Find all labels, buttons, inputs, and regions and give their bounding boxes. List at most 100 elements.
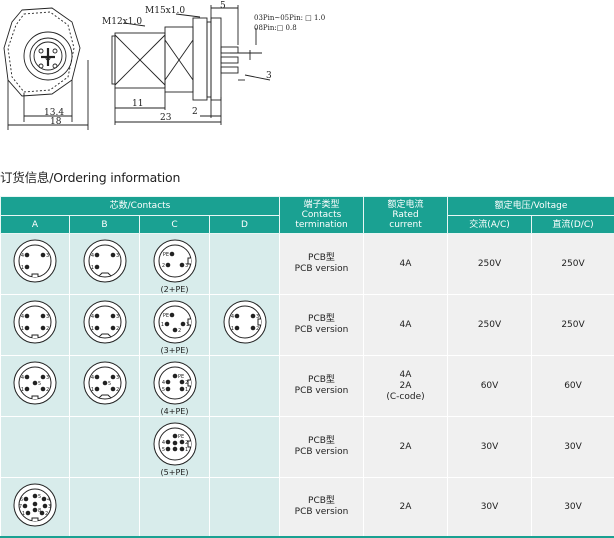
cell-ac: 250V bbox=[448, 234, 532, 295]
pin-number: 4 bbox=[90, 314, 93, 320]
pin-contact bbox=[25, 314, 30, 319]
pin-number: 2 bbox=[116, 387, 119, 393]
pin-contact bbox=[180, 322, 185, 327]
connector-technical-drawing: 13.4 18 M12x1.0 M15x1.0 5 03Pin~05Pin: □… bbox=[0, 0, 330, 135]
dim-11: 11 bbox=[132, 99, 143, 109]
dim-3: 3 bbox=[266, 71, 272, 81]
ordering-table: 芯数/Contacts 端子类型 Contacts termination 额定… bbox=[0, 196, 614, 538]
pin-label: (2+PE) bbox=[161, 285, 189, 294]
pin-contact bbox=[172, 441, 177, 446]
pin-contact bbox=[25, 387, 30, 392]
pin-contact bbox=[40, 511, 45, 516]
pin-contact bbox=[24, 497, 29, 502]
pin-number: 1 bbox=[21, 387, 24, 393]
header-ac: 交流(A/C) bbox=[448, 216, 532, 234]
dim-m15: M15x1.0 bbox=[145, 6, 185, 16]
pin-number: PE bbox=[178, 374, 184, 380]
current-value: 2A bbox=[364, 502, 447, 513]
pin-number: 3 bbox=[48, 504, 51, 510]
pin-number: 1 bbox=[90, 387, 93, 393]
pin-number: 4 bbox=[230, 314, 233, 320]
pin-number: 3 bbox=[116, 314, 119, 320]
pin-contact bbox=[33, 381, 38, 386]
current-value: 2A bbox=[364, 381, 447, 392]
header-current-en1: Rated bbox=[364, 210, 447, 220]
header-col-d: D bbox=[210, 216, 280, 234]
pin-number: PE bbox=[178, 434, 184, 440]
pin-number: 2 bbox=[116, 326, 119, 332]
pin-number: 3 bbox=[256, 314, 259, 320]
pin-number: 2 bbox=[45, 511, 48, 517]
pin-contact bbox=[110, 314, 115, 319]
pin-number: 1 bbox=[160, 322, 163, 328]
pin-number: 1 bbox=[230, 326, 233, 332]
pin-number: 5 bbox=[108, 381, 111, 387]
header-termination-en1: Contacts bbox=[280, 210, 363, 220]
pin-number: 1 bbox=[90, 265, 93, 271]
pin-contact bbox=[165, 387, 170, 392]
pin-contact bbox=[43, 504, 48, 509]
pin-note-2: 08Pin:□ 0.8 bbox=[254, 24, 297, 32]
pin-number: 4 bbox=[161, 380, 164, 386]
pin-number: 1 bbox=[22, 511, 25, 517]
pin-label: (3+PE) bbox=[161, 346, 189, 355]
pin-contact bbox=[94, 253, 99, 258]
cell-dc: 30V bbox=[532, 478, 614, 538]
pin-number: 6 bbox=[20, 497, 23, 503]
pin-number: 3 bbox=[116, 375, 119, 381]
cell-current: 2A bbox=[364, 417, 448, 478]
pin-contact bbox=[165, 440, 170, 445]
pin-contact bbox=[94, 387, 99, 392]
pin-number: 2 bbox=[161, 263, 164, 269]
pin-contact bbox=[234, 326, 239, 331]
pin-number: 7 bbox=[19, 504, 22, 510]
cell-ac: 60V bbox=[448, 356, 532, 417]
pin-number: 2 bbox=[46, 326, 49, 332]
termination-en: PCB version bbox=[280, 264, 363, 275]
termination-cn: PCB型 bbox=[280, 375, 363, 386]
pin-contact bbox=[41, 375, 46, 380]
pin-contact bbox=[25, 253, 30, 258]
cell-dc: 30V bbox=[532, 417, 614, 478]
pin-number: 5 bbox=[38, 494, 41, 500]
pin-number: 5 bbox=[38, 381, 41, 387]
header-current-en2: current bbox=[364, 220, 447, 230]
pin-number: 1 bbox=[90, 326, 93, 332]
pin-contact bbox=[172, 374, 177, 379]
section-title: 订货信息/Ordering information bbox=[0, 167, 180, 186]
pin-contact bbox=[41, 314, 46, 319]
pin-contact bbox=[179, 380, 184, 385]
cell-ac: 30V bbox=[448, 478, 532, 538]
pin-contact bbox=[110, 387, 115, 392]
header-current: 额定电流 Rated current bbox=[364, 197, 448, 234]
pin-number: PE bbox=[162, 313, 168, 319]
pin-contact bbox=[25, 265, 30, 270]
termination-en: PCB version bbox=[280, 325, 363, 336]
pin-contact bbox=[179, 387, 184, 392]
termination-en: PCB version bbox=[280, 507, 363, 518]
pin-contact bbox=[172, 328, 177, 333]
pin-contact bbox=[41, 387, 46, 392]
cell-b: 4 3 1 2 bbox=[70, 295, 140, 356]
header-voltage: 额定电压/Voltage bbox=[448, 197, 614, 216]
header-termination-cn: 端子类型 bbox=[280, 200, 363, 210]
pin-number: 1 bbox=[21, 326, 24, 332]
pin-contact bbox=[102, 381, 107, 386]
pin-number: 3 bbox=[46, 253, 49, 259]
cell-current: 4A 2A (C-code) bbox=[364, 356, 448, 417]
pin-contact bbox=[169, 313, 174, 318]
cell-dc: 250V bbox=[532, 234, 614, 295]
header-dc: 直流(D/C) bbox=[532, 216, 614, 234]
pin-contact bbox=[33, 508, 38, 513]
pin-contact bbox=[169, 252, 174, 257]
